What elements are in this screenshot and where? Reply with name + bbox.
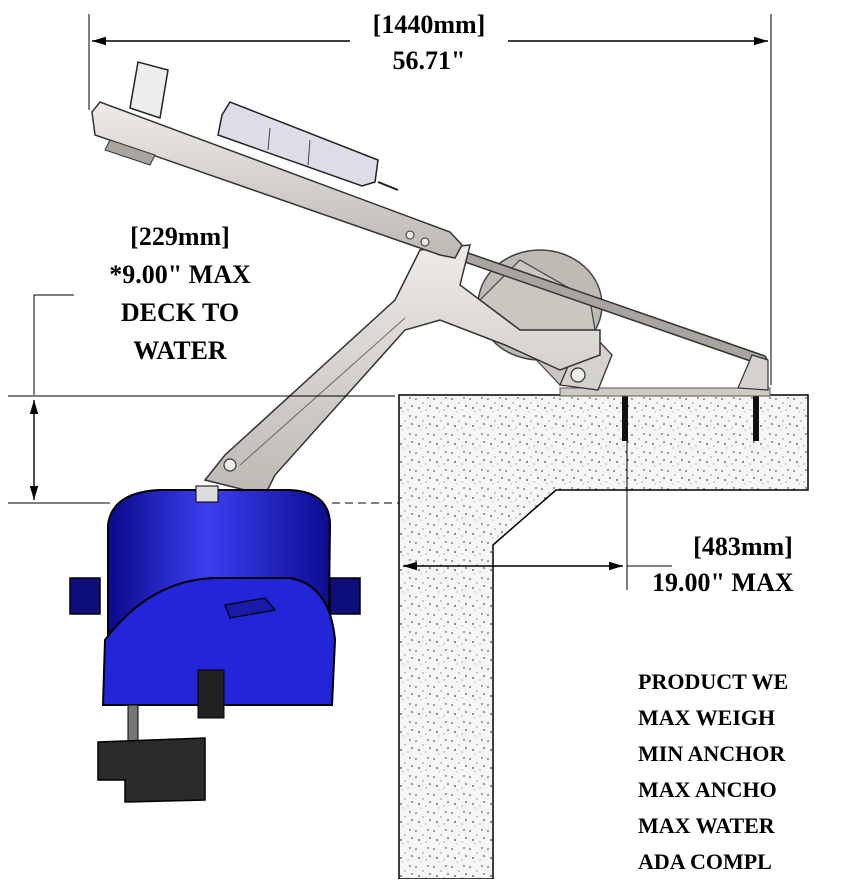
pivot-bolt — [570, 367, 586, 383]
lift-seat — [69, 485, 361, 706]
overall-width-imperial: 56.71" — [392, 46, 466, 75]
spec-max-weight: MAX WEIGH — [638, 705, 776, 730]
seat-footrest — [97, 669, 225, 803]
base-plate — [559, 387, 771, 397]
main-swing-arm — [203, 244, 601, 496]
boom-bolt — [420, 237, 430, 247]
anchor-setback-dimension — [403, 441, 672, 590]
anchor-setback-imperial: 19.00" MAX — [652, 568, 794, 597]
rear-mount-bracket — [737, 354, 769, 391]
actuator-rod — [439, 244, 768, 366]
overall-width-dimension — [88, 14, 772, 385]
boom-bolt — [405, 230, 415, 240]
spec-ada-compliant: ADA COMPL — [638, 849, 772, 874]
spec-min-anchor: MIN ANCHOR — [638, 741, 786, 766]
deck-to-water-line2: DECK TO — [120, 298, 240, 327]
overall-width-metric: [1440mm] — [350, 12, 508, 38]
anchor-bolt — [622, 395, 628, 441]
spec-max-water: MAX WATER — [638, 813, 775, 838]
deck-to-water-max: *9.00" MAX — [109, 260, 251, 289]
deck-to-water-line3: WATER — [133, 336, 227, 365]
upper-boom — [91, 101, 463, 259]
handset-holder — [129, 61, 169, 119]
spec-product-weight: PRODUCT WE — [638, 669, 789, 694]
deck-to-water-dimension — [8, 294, 399, 504]
anchor-setback-metric: [483mm] — [693, 532, 793, 561]
spec-max-anchor: MAX ANCHO — [638, 777, 777, 802]
control-box — [217, 101, 399, 191]
pool-deck-concrete — [398, 394, 809, 880]
anchor-bolt — [753, 395, 759, 441]
deck-to-water-metric: [229mm] — [130, 222, 230, 251]
arm-pivot-bolt — [223, 458, 237, 472]
